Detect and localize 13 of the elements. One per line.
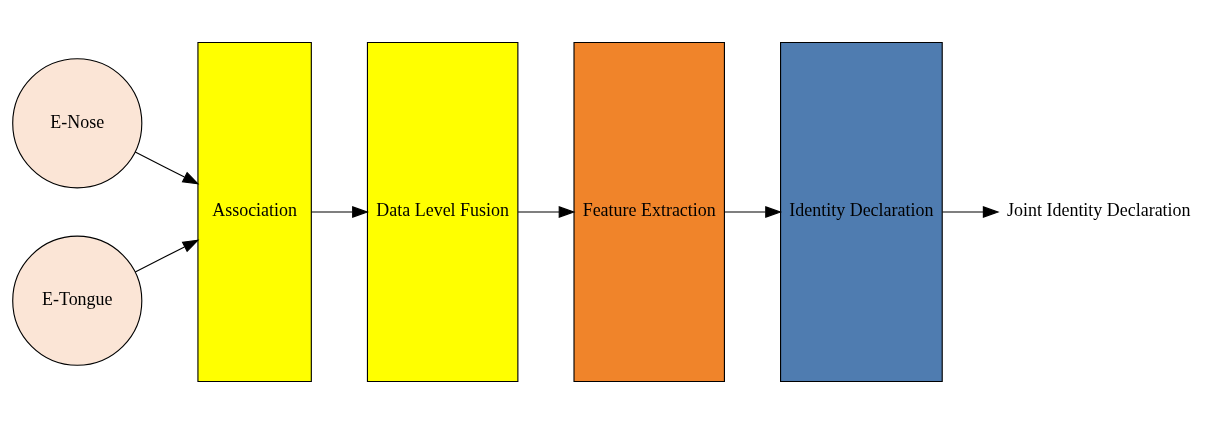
node-text: Joint Identity Declaration [1007,200,1191,221]
arrow [310,206,369,218]
node-circle: E-Tongue [12,235,143,366]
arrow [517,206,576,218]
arrow [724,206,783,218]
arrow [941,206,1000,218]
arrow [134,151,200,185]
arrow [134,239,200,273]
node-circle: E-Nose [12,58,143,189]
node-box: Association [197,41,312,383]
node-box: Identity Declaration [780,41,943,383]
node-box: Feature Extraction [573,41,725,383]
node-box: Data Level Fusion [366,41,519,383]
